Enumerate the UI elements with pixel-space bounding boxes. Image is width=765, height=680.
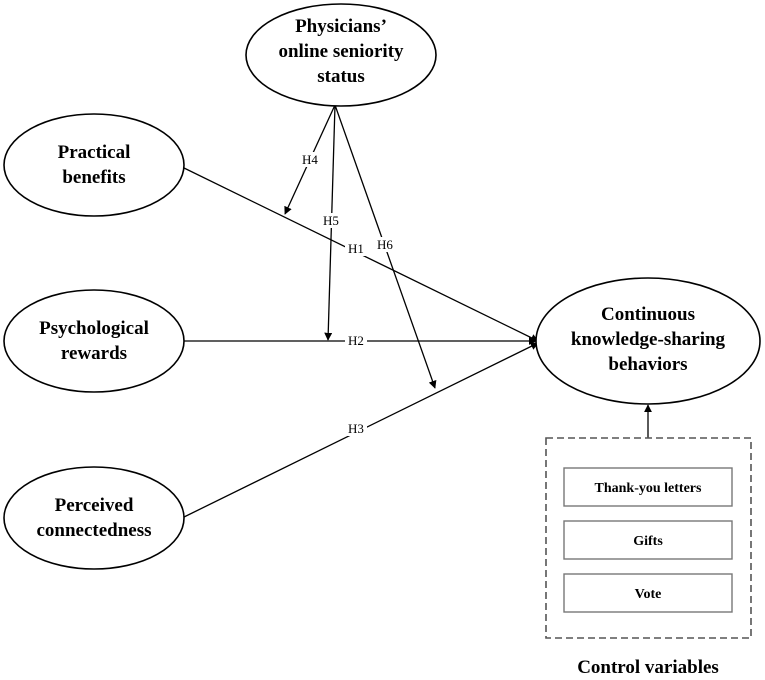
svg-text:Practical: Practical (58, 142, 131, 163)
svg-text:knowledge-sharing: knowledge-sharing (571, 329, 726, 350)
node-practical-benefits: Practical benefits (3, 113, 185, 217)
svg-text:connectedness: connectedness (36, 520, 151, 541)
svg-text:H4: H4 (302, 152, 318, 167)
svg-text:H6: H6 (377, 237, 393, 252)
svg-text:behaviors: behaviors (608, 354, 687, 375)
control-item-gifts: Gifts (563, 520, 733, 560)
svg-text:status: status (317, 66, 365, 87)
svg-text:rewards: rewards (61, 343, 127, 364)
label-h3: H3 (345, 421, 367, 436)
svg-text:online seniority: online seniority (278, 41, 404, 62)
svg-text:Vote: Vote (635, 587, 662, 602)
label-h4: H4 (299, 152, 321, 167)
control-item-vote: Vote (563, 573, 733, 613)
label-h5: H5 (320, 213, 342, 228)
svg-text:Physicians’: Physicians’ (295, 16, 387, 37)
svg-text:H5: H5 (323, 213, 339, 228)
node-continuous-knowledge-sharing: Continuous knowledge-sharing behaviors (535, 277, 761, 405)
svg-text:Psychological: Psychological (39, 318, 149, 339)
control-item-thank-you-letters: Thank-you letters (563, 467, 733, 507)
control-variables-group: Thank-you letters Gifts Vote (545, 437, 752, 639)
node-seniority: Physicians’ online seniority status (245, 3, 437, 107)
svg-text:Continuous: Continuous (601, 304, 695, 325)
svg-text:Perceived: Perceived (55, 495, 134, 516)
svg-text:H1: H1 (348, 241, 364, 256)
label-h2: H2 (345, 333, 367, 348)
svg-text:Gifts: Gifts (633, 534, 663, 549)
node-psychological-rewards: Psychological rewards (3, 289, 185, 393)
svg-text:H3: H3 (348, 421, 364, 436)
label-h1: H1 (345, 241, 367, 256)
node-perceived-connectedness: Perceived connectedness (3, 466, 185, 570)
svg-text:H2: H2 (348, 333, 364, 348)
control-variables-caption: Control variables (577, 657, 719, 678)
svg-text:benefits: benefits (62, 167, 125, 188)
svg-text:Thank-you letters: Thank-you letters (595, 481, 703, 496)
label-h6: H6 (374, 237, 396, 252)
